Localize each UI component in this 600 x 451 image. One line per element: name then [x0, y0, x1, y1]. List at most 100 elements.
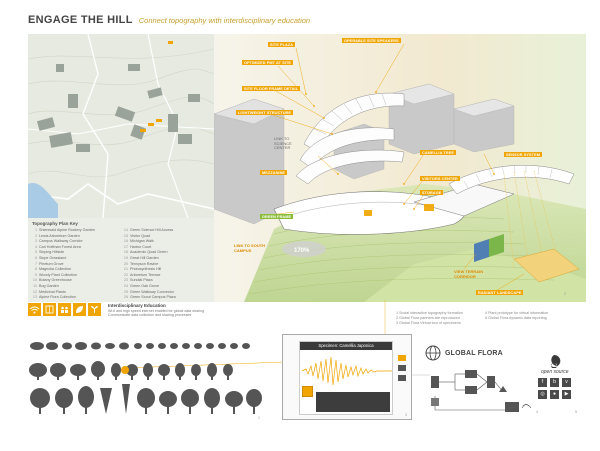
edu-title: Interdisciplinary Education	[108, 303, 166, 308]
open-source-icon	[551, 354, 561, 368]
panel-number-3: 3	[405, 413, 407, 417]
instagram-icon[interactable]: ◎	[538, 390, 547, 399]
legend-item-label: Bog Garden	[39, 283, 59, 288]
legend-item-number: 26	[123, 295, 128, 300]
legend-item-label: Woody Plant Collection	[39, 272, 78, 277]
topography-map-drawing	[28, 34, 214, 218]
phone-icon	[431, 376, 439, 388]
antenna-icon	[499, 386, 507, 392]
legend-item-number: 9	[34, 272, 37, 277]
laptop-icon	[465, 370, 477, 378]
notes-column-1: 1 Social interactive topography formatio…	[396, 311, 463, 326]
blogger-icon[interactable]: b	[550, 378, 559, 387]
data-flow-diagram	[431, 370, 532, 412]
page-header: ENGAGE THE HILL Connect topography with …	[28, 14, 310, 30]
vimeo-icon[interactable]: v	[562, 378, 571, 387]
legend-item-label: Green Science Hill Access	[130, 228, 174, 232]
plant-silhouettes: 1	[28, 334, 268, 424]
interdisciplinary-education: Interdisciplinary Education Wi-fi and hi…	[28, 300, 214, 322]
legend-item-label: Visitor Quad	[130, 233, 151, 238]
legend-item-number: 10	[32, 278, 37, 283]
legend-item-number: 15	[123, 233, 128, 238]
legend-item-label: Botany Greenhouse	[39, 278, 72, 283]
wifi-icon	[28, 303, 41, 316]
label-site-frame: SITE FLOOR FRAME DETAIL	[242, 86, 301, 92]
label-storage: STORAGE	[420, 190, 444, 196]
computer-icon	[505, 402, 519, 412]
book-icon	[43, 303, 56, 316]
legend-title: Topography Plan Key	[32, 221, 78, 226]
youtube-icon[interactable]: ▶	[562, 390, 571, 399]
edu-line-1: Wi-fi and high speed internet enabled fo…	[108, 309, 205, 313]
legend-item-number: 7	[34, 261, 37, 266]
page-title: ENGAGE THE HILL	[28, 14, 133, 26]
legend-item-label: Academic Quad Green	[130, 250, 168, 255]
legend-item-number: 24	[123, 283, 128, 288]
panel-number-5: 5	[575, 410, 577, 414]
legend-item-label: Medicinal Plants	[39, 289, 66, 294]
legend-item-number: 23	[123, 278, 128, 283]
legend-item-number: 16	[123, 239, 128, 244]
tablet-button-info[interactable]	[398, 365, 406, 371]
axonometric-view: 170% SITE PLAZA OPERABLE SITE SPEAKERS O…	[214, 34, 586, 302]
legend-item-number: 18	[123, 250, 128, 255]
label-green-frame: GREEN FRAME	[260, 214, 294, 220]
monitor-icon	[465, 386, 477, 394]
legend-item-number: 21	[123, 267, 128, 272]
legend-item-number: 19	[123, 255, 128, 260]
legend-item-number: 2	[34, 233, 37, 238]
legend-item-label: Great Hill Garden	[130, 255, 159, 260]
panel-number-4: 4	[536, 410, 538, 414]
legend-item-number: 25	[123, 289, 128, 294]
facebook-icon[interactable]: f	[538, 378, 547, 387]
legend-item-label: Green Scout Campus Plaza	[130, 295, 176, 300]
flickr-icon[interactable]: ●	[550, 390, 559, 399]
legend-item-label: Alpine Flora Collection	[39, 295, 76, 300]
legend-item-number: 11	[33, 283, 37, 288]
label-site-plaza: SITE PLAZA	[268, 42, 296, 48]
legend-item-number: 4	[34, 244, 37, 249]
legend-item-number: 6	[34, 255, 37, 260]
specimen-thumbnail[interactable]	[302, 386, 313, 397]
legend-item-number: 17	[123, 244, 128, 249]
topography-map	[28, 34, 214, 218]
axonometric-drawing: 170%	[214, 34, 586, 302]
open-source-title: open source	[541, 369, 569, 375]
slope-value: 170%	[294, 248, 310, 254]
legend-item-number: 12	[32, 289, 37, 294]
server-icon	[487, 376, 495, 388]
orange-markers	[305, 91, 495, 210]
legend-item-label: Slope Grassland	[39, 255, 67, 260]
label-optimized-pmt: OPTIMIZED PMT AT SITE	[242, 60, 294, 66]
global-flora-title: GLOBAL FLORA	[445, 350, 503, 357]
legend-item-number: 14	[123, 228, 128, 232]
globe-icon	[425, 345, 441, 361]
panel-number-1: 1	[258, 416, 260, 420]
tablet-button-share[interactable]	[398, 375, 406, 381]
note-1: 1 Social interactive topography formatio…	[396, 311, 463, 315]
edu-description: Wi-fi and high speed internet enabled fo…	[108, 309, 204, 318]
panel-number-2: 2	[564, 292, 566, 296]
legend-item-label: Sheinwald Alpine Rockery Garden	[39, 228, 95, 232]
label-view-terrain: VIEW TERRAIN CORRIDOR	[454, 269, 484, 279]
legend-item-label: Carl Hoffman Forest Area	[39, 244, 81, 249]
tablet-button-audio[interactable]	[398, 355, 406, 361]
